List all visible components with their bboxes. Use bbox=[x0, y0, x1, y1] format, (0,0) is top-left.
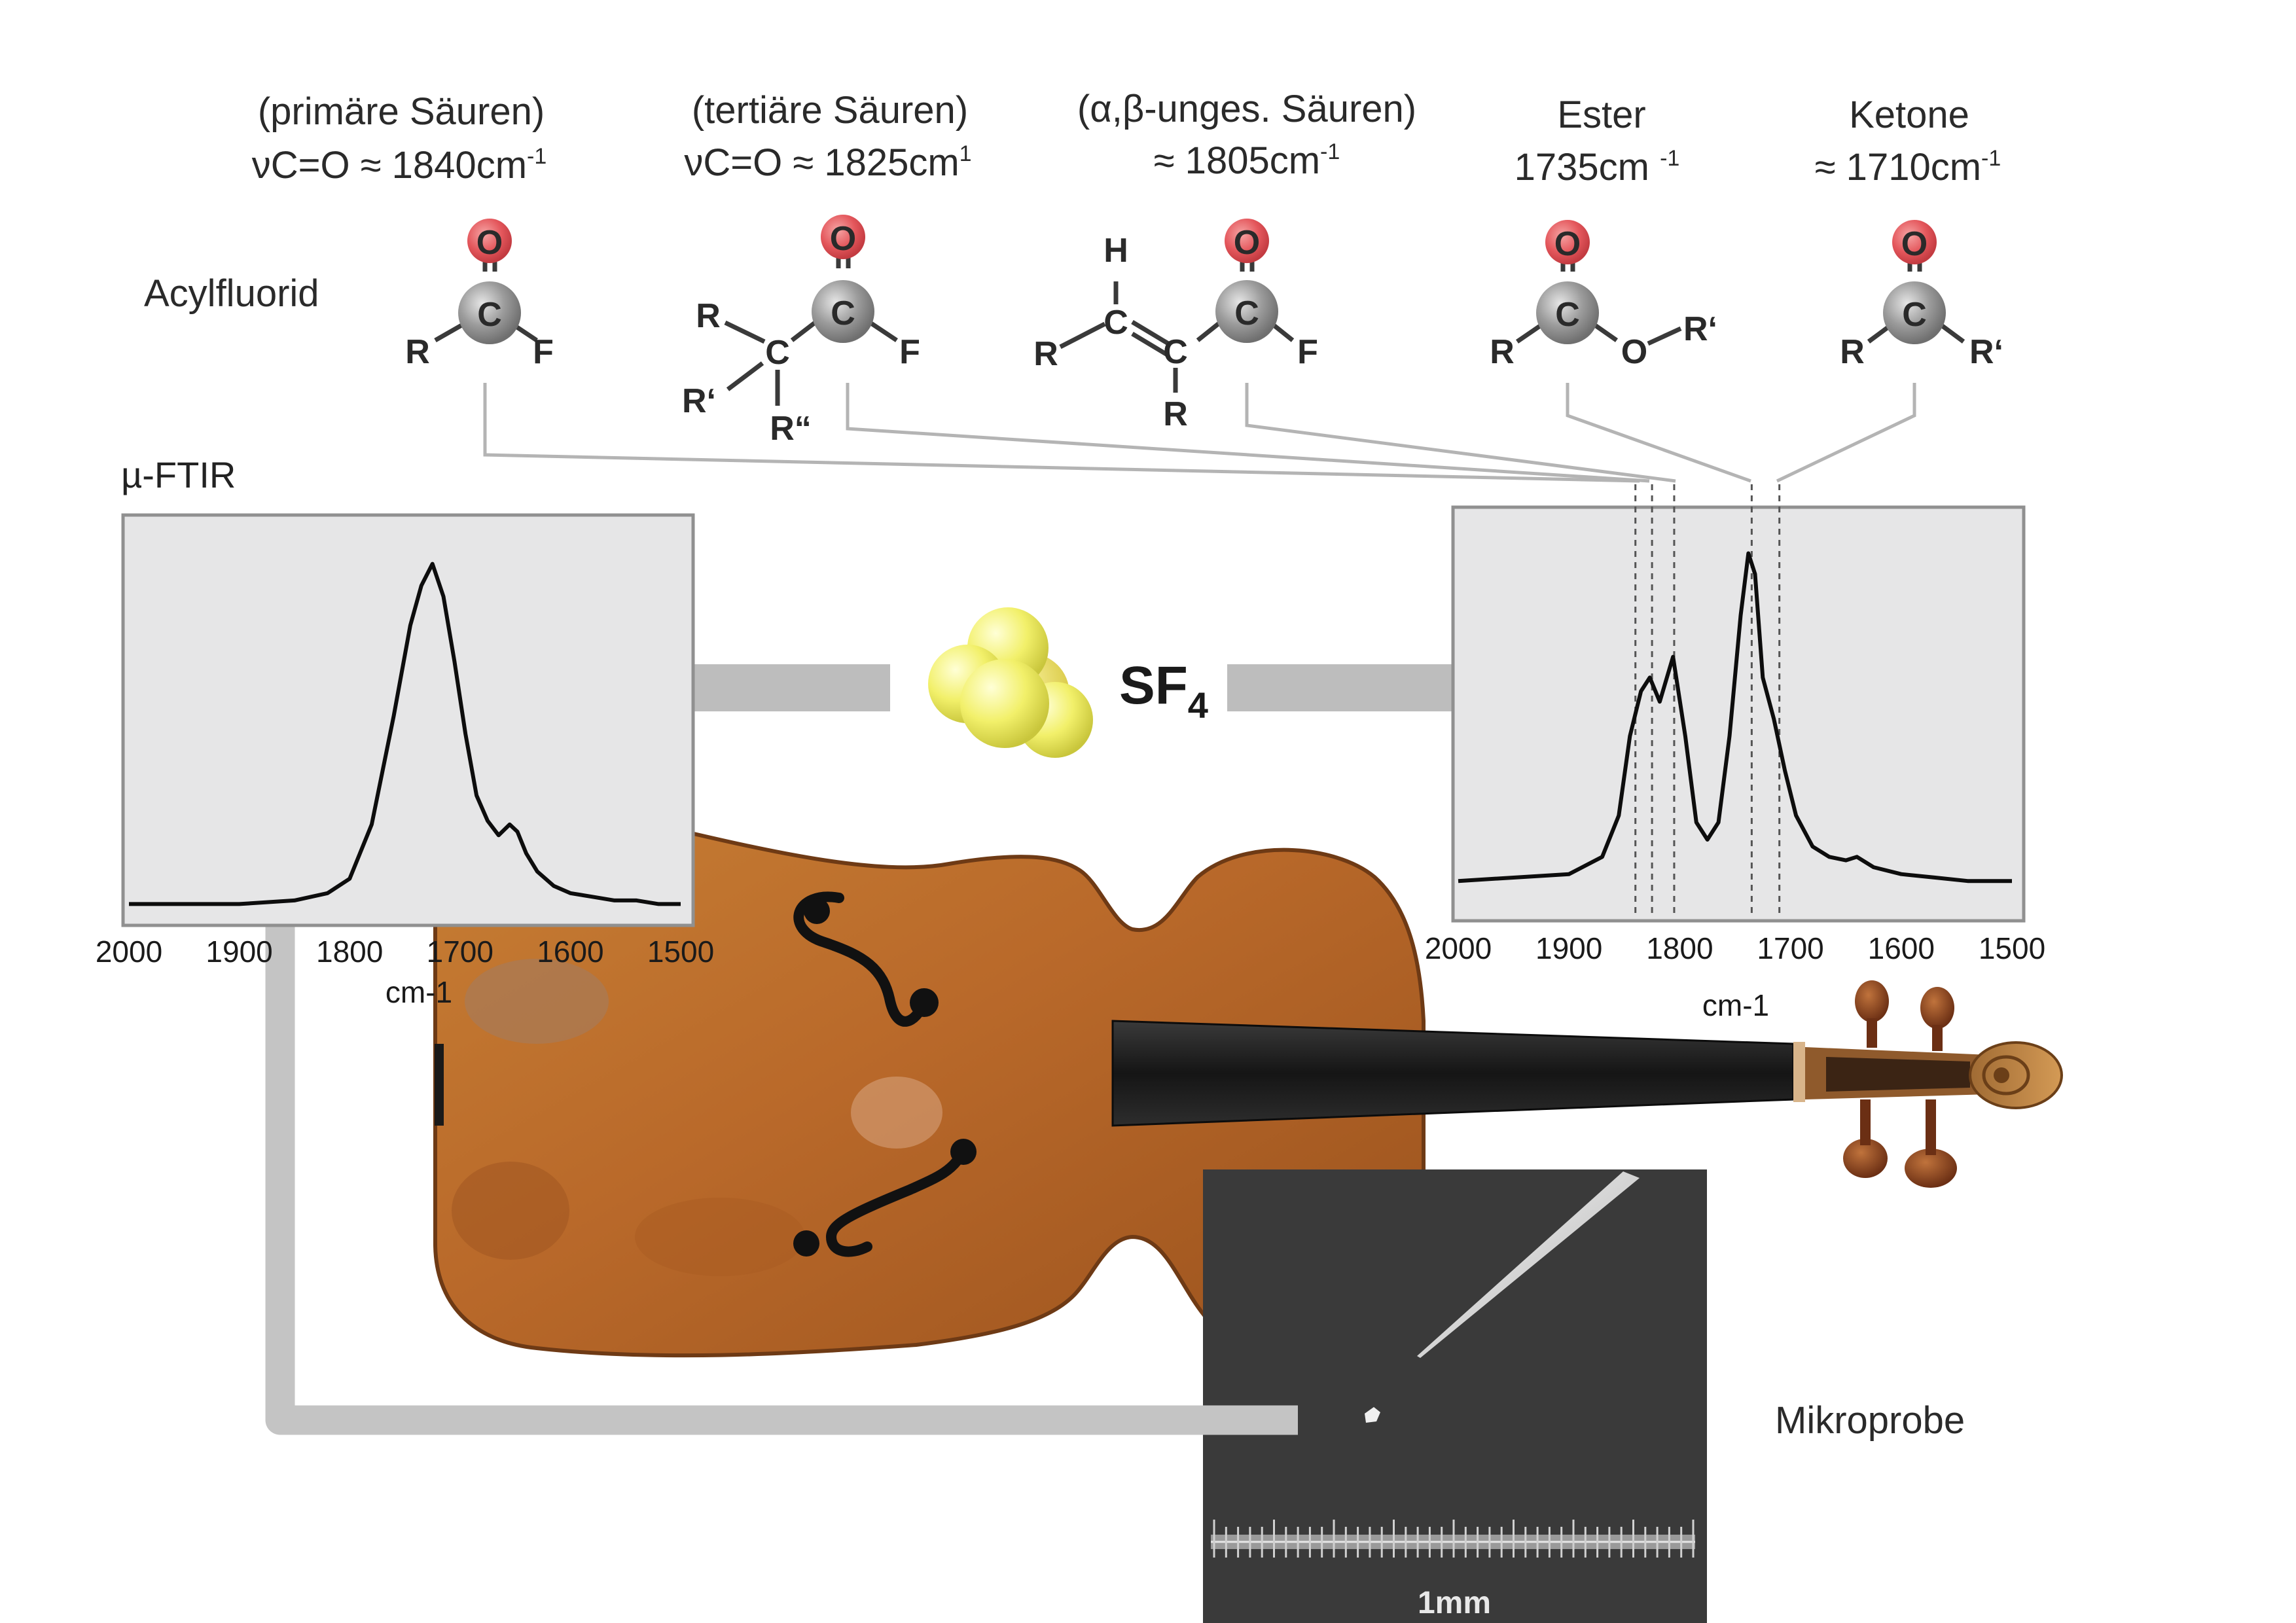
structure-primary-acyl-fluoride: O C R F bbox=[405, 219, 554, 371]
atom-label-c: C bbox=[1555, 296, 1580, 334]
group-name-unsaturated: (α,β-unges. Säuren) bbox=[1077, 88, 1416, 130]
atom-label-o: O bbox=[1234, 224, 1260, 262]
structure-ester: O C R O R‘ bbox=[1490, 220, 1717, 371]
atom-label-r: R bbox=[405, 333, 430, 371]
sample-micrograph: 1mm bbox=[1203, 1169, 1707, 1623]
assignment-connectors bbox=[483, 383, 1916, 483]
atom-label-c: C bbox=[1234, 294, 1259, 332]
x-tick-label: 1600 bbox=[537, 935, 603, 969]
group-name-ester: Ester bbox=[1557, 94, 1645, 136]
oxygen-atom bbox=[1545, 220, 1590, 264]
x-axis-ticks-before: 2000 1900 1800 1700 1600 1500 bbox=[96, 935, 714, 969]
x-tick-label: 1800 bbox=[1646, 931, 1713, 965]
violin-illustration bbox=[433, 797, 2063, 1358]
carbon-atom bbox=[812, 280, 874, 343]
atom-label-f: F bbox=[899, 333, 920, 371]
chart-frame-before bbox=[121, 513, 695, 927]
x-tick-label: 1600 bbox=[1868, 931, 1935, 965]
structure-unsaturated-acyl-fluoride: O C C C H R R F bbox=[1033, 219, 1318, 433]
structural-formulas: O C R F O C C R F R‘ R“ bbox=[405, 215, 2003, 448]
acyl-fluoride-label: Acylfluorid bbox=[144, 272, 319, 315]
atom-label-c-alpha: C bbox=[765, 334, 790, 372]
x-axis-label-after: cm-1 bbox=[1702, 988, 1769, 1022]
x-axis-label-before: cm-1 bbox=[386, 975, 452, 1009]
group-freq-unsaturated: ≈ 1805cm-1 bbox=[1154, 139, 1340, 182]
atom-label-h: H bbox=[1103, 232, 1128, 270]
carbon-atom bbox=[1536, 281, 1599, 344]
ftir-spectrum-after: 2000 1900 1800 1700 1600 1500 cm-1 bbox=[1425, 484, 2045, 1022]
carbon-atom bbox=[1883, 281, 1946, 344]
group-freq-tertiary: νC=O ≈ 1825cm1 bbox=[684, 141, 971, 184]
atom-label-o: O bbox=[476, 224, 503, 262]
atom-label-r: R bbox=[696, 297, 721, 335]
carbon-atom bbox=[1215, 280, 1278, 343]
atom-label-r: R bbox=[1033, 335, 1058, 373]
atom-label-o: O bbox=[1901, 225, 1928, 263]
group-name-ketone: Ketone bbox=[1849, 94, 1969, 136]
atom-label-o: O bbox=[830, 220, 856, 258]
carbon-atom bbox=[458, 281, 521, 344]
x-tick-label: 1700 bbox=[1757, 931, 1823, 965]
atom-label-r-alpha: R bbox=[1163, 395, 1188, 433]
connector-primary bbox=[483, 383, 1640, 483]
oxygen-atom bbox=[467, 219, 512, 263]
oxygen-atom bbox=[821, 215, 865, 259]
connector-ester bbox=[1566, 383, 1751, 483]
atom-label-r: R bbox=[1490, 333, 1515, 371]
fluorine-atom-front bbox=[960, 659, 1049, 748]
connector-ketone bbox=[1776, 383, 1916, 483]
oxygen-atom bbox=[1225, 219, 1269, 263]
atom-label-f: F bbox=[533, 333, 554, 371]
x-tick-label: 2000 bbox=[1425, 931, 1492, 965]
sample-to-ftir-arrow bbox=[265, 851, 1298, 1435]
x-tick-label: 1900 bbox=[1535, 931, 1602, 965]
x-tick-label: 1500 bbox=[1979, 931, 2045, 965]
chart-frame-after bbox=[1451, 505, 2026, 923]
atom-label-c: C bbox=[477, 296, 502, 334]
atom-label-r-prime: R‘ bbox=[1969, 333, 2003, 371]
reference-lines bbox=[1634, 484, 1781, 916]
ftir-label: µ-FTIR bbox=[121, 454, 236, 495]
oxygen-atom bbox=[1892, 220, 1937, 264]
group-headers: (primäre Säuren) νC=O ≈ 1840cm-1 (tertiä… bbox=[252, 88, 2001, 188]
group-freq-primary: νC=O ≈ 1840cm-1 bbox=[252, 144, 547, 187]
atom-label-c: C bbox=[1902, 296, 1927, 334]
atom-label-o: O bbox=[1554, 225, 1581, 263]
atom-label-r: R bbox=[1840, 333, 1865, 371]
atom-label-r-double-prime: R“ bbox=[770, 410, 812, 448]
sample-label: Mikroprobe bbox=[1775, 1399, 1965, 1442]
spectrum-line-before bbox=[129, 562, 681, 906]
structure-ketone: O C R R‘ bbox=[1840, 220, 2003, 371]
sf4-molecule bbox=[928, 607, 1093, 758]
spectrum-line-after bbox=[1458, 551, 2012, 883]
atom-label-f: F bbox=[1297, 333, 1318, 371]
atom-label-r-prime: R‘ bbox=[1683, 310, 1717, 348]
scale-ruler-ticks bbox=[1213, 1520, 1695, 1558]
atom-label-c: C bbox=[831, 294, 855, 332]
ftir-spectrum-before: 2000 1900 1800 1700 1600 1500 cm-1 bbox=[96, 513, 714, 1009]
atom-label-ester-o: O bbox=[1621, 333, 1647, 371]
x-tick-label: 1500 bbox=[647, 935, 714, 969]
group-name-tertiary: (tertiäre Säuren) bbox=[692, 89, 968, 132]
atom-label-c-alpha: C bbox=[1163, 333, 1188, 371]
group-freq-ketone: ≈ 1710cm-1 bbox=[1815, 146, 2001, 188]
group-name-primary: (primäre Säuren) bbox=[258, 90, 545, 133]
x-tick-label: 1800 bbox=[316, 935, 383, 969]
atom-label-c-beta: C bbox=[1103, 304, 1128, 342]
structure-tertiary-acyl-fluoride: O C C R F R‘ R“ bbox=[682, 215, 920, 448]
reagent-label: SF4 bbox=[1119, 656, 1208, 726]
connector-tertiary bbox=[846, 383, 1650, 483]
x-tick-label: 1700 bbox=[427, 935, 493, 969]
x-axis-ticks-after: 2000 1900 1800 1700 1600 1500 bbox=[1425, 931, 2045, 965]
x-tick-label: 1900 bbox=[206, 935, 272, 969]
scale-bar-label: 1mm bbox=[1418, 1586, 1491, 1620]
atom-label-r-prime: R‘ bbox=[682, 382, 716, 420]
group-freq-ester: 1735cm -1 bbox=[1515, 146, 1680, 188]
x-tick-label: 2000 bbox=[96, 935, 162, 969]
connector-unsaturated bbox=[1245, 383, 1676, 483]
